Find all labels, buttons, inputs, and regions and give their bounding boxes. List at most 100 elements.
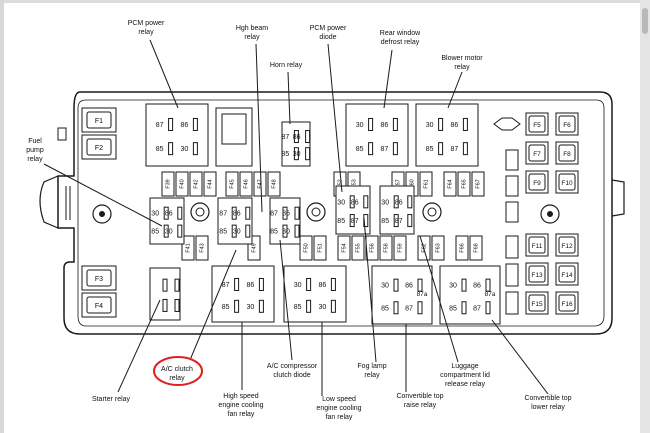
mounting-bolt <box>306 202 326 222</box>
fuse-insert <box>528 115 546 133</box>
mini-fuse-body <box>457 171 471 197</box>
mini-fuse-label: F39 <box>165 179 171 188</box>
fuse-f4: F4 <box>81 292 117 318</box>
relay-pin <box>231 224 237 238</box>
relay-pin-label: 86 <box>395 199 403 206</box>
callout-line: High speed <box>223 393 259 400</box>
callout-line: compartment lid <box>440 372 490 379</box>
callout-line: relay <box>364 372 380 379</box>
relay-pin <box>407 195 413 209</box>
fuse-label: F10 <box>561 180 573 187</box>
relay-pin-label: 85 <box>449 305 457 312</box>
fuse-box-housing <box>39 91 625 335</box>
relay-pin <box>330 277 336 291</box>
callout-line: Hgh beam <box>236 25 268 32</box>
relay-pin-label: 87 <box>219 211 227 218</box>
leader-starter-relay <box>117 299 161 393</box>
fuse-f15: F15 <box>525 291 549 315</box>
relay-pin-label: 86 <box>165 211 173 218</box>
relay-pin-label: 85 <box>222 304 230 311</box>
relay-pin <box>282 206 288 220</box>
relay-pin <box>163 224 169 238</box>
callout-line: relay <box>169 375 185 382</box>
fuse-insert <box>86 296 112 314</box>
fuse-insert <box>558 173 576 191</box>
callout-line: Low speed <box>322 396 356 403</box>
mini-fuse-f39: F39 <box>161 171 175 197</box>
relay-pin-label: 86 <box>473 283 481 290</box>
callout-line: pump <box>26 147 44 154</box>
fuse-f1: F1 <box>81 107 117 133</box>
mini-fuse-f48: F48 <box>267 171 281 197</box>
relay-pin-label: 86 <box>381 122 389 129</box>
relay-pin-label: 85 <box>337 218 345 225</box>
mini-fuse-label: F50 <box>303 243 309 252</box>
mounting-bolt <box>190 202 210 222</box>
relay-pin-label: 86 <box>405 283 413 290</box>
mini-fuse-body <box>455 235 469 261</box>
mini-fuse-label: F47 <box>257 179 263 188</box>
relay-pin <box>392 117 398 131</box>
mini-fuse-body <box>379 235 393 261</box>
relay-pin-label: 30 <box>294 282 302 289</box>
relay-pin <box>393 278 399 292</box>
relay-pin-label: 86 <box>351 199 359 206</box>
relay-housing <box>439 265 501 325</box>
scrollbar-thumb[interactable] <box>642 8 648 34</box>
relay-pin-label: 85 <box>282 151 290 158</box>
mini-fuse-f47: F47 <box>253 171 267 197</box>
leader-pcm-power-diode <box>327 43 343 193</box>
relay-pin-label: 86 <box>319 282 327 289</box>
fuse-label: F6 <box>563 122 571 129</box>
mini-fuse-label: F51 <box>317 243 323 252</box>
callout-line: lower relay <box>531 404 565 411</box>
relay-pin-label-87a: 87a <box>485 291 496 298</box>
relay-pin-label: 30 <box>356 122 364 129</box>
mini-fuse-label: F61 <box>423 179 429 188</box>
callout-starter-relay: Starter relay <box>92 396 131 403</box>
highlight-ring <box>153 356 203 386</box>
callout-line: PCM power <box>310 25 347 32</box>
fuse-f2: F2 <box>81 134 117 160</box>
fuse-insert <box>86 138 112 156</box>
mini-fuse-f56: F56 <box>365 235 379 261</box>
callout-line: Horn relay <box>270 62 303 69</box>
fuse-label: F7 <box>533 151 541 158</box>
left-bolt-center <box>99 211 105 217</box>
leader-ac-compressor-clutch-diode <box>279 239 293 361</box>
scrollbar-track[interactable] <box>640 0 650 433</box>
mini-fuse-body <box>225 171 239 197</box>
fuse-f12: F12 <box>555 233 579 257</box>
fuse-insert <box>528 236 546 254</box>
spare-slot <box>505 263 519 287</box>
mini-fuse-label: F58 <box>383 243 389 252</box>
window-left-edge <box>0 0 4 433</box>
callout-line: Fuel <box>28 138 42 145</box>
relay-pin-label: 30 <box>282 229 290 236</box>
fuse-f9: F9 <box>525 170 549 194</box>
relay-pin-label: 86 <box>282 211 290 218</box>
relay-pin <box>168 117 174 131</box>
mini-fuse-body <box>419 171 433 197</box>
mini-fuse-label: F67 <box>475 179 481 188</box>
mini-fuse-label: F56 <box>369 243 375 252</box>
mini-fuse-label: F45 <box>229 179 235 188</box>
mini-fuse-body <box>181 235 195 261</box>
relay-pin-label: 85 <box>294 304 302 311</box>
callout-line: relay <box>244 34 260 41</box>
